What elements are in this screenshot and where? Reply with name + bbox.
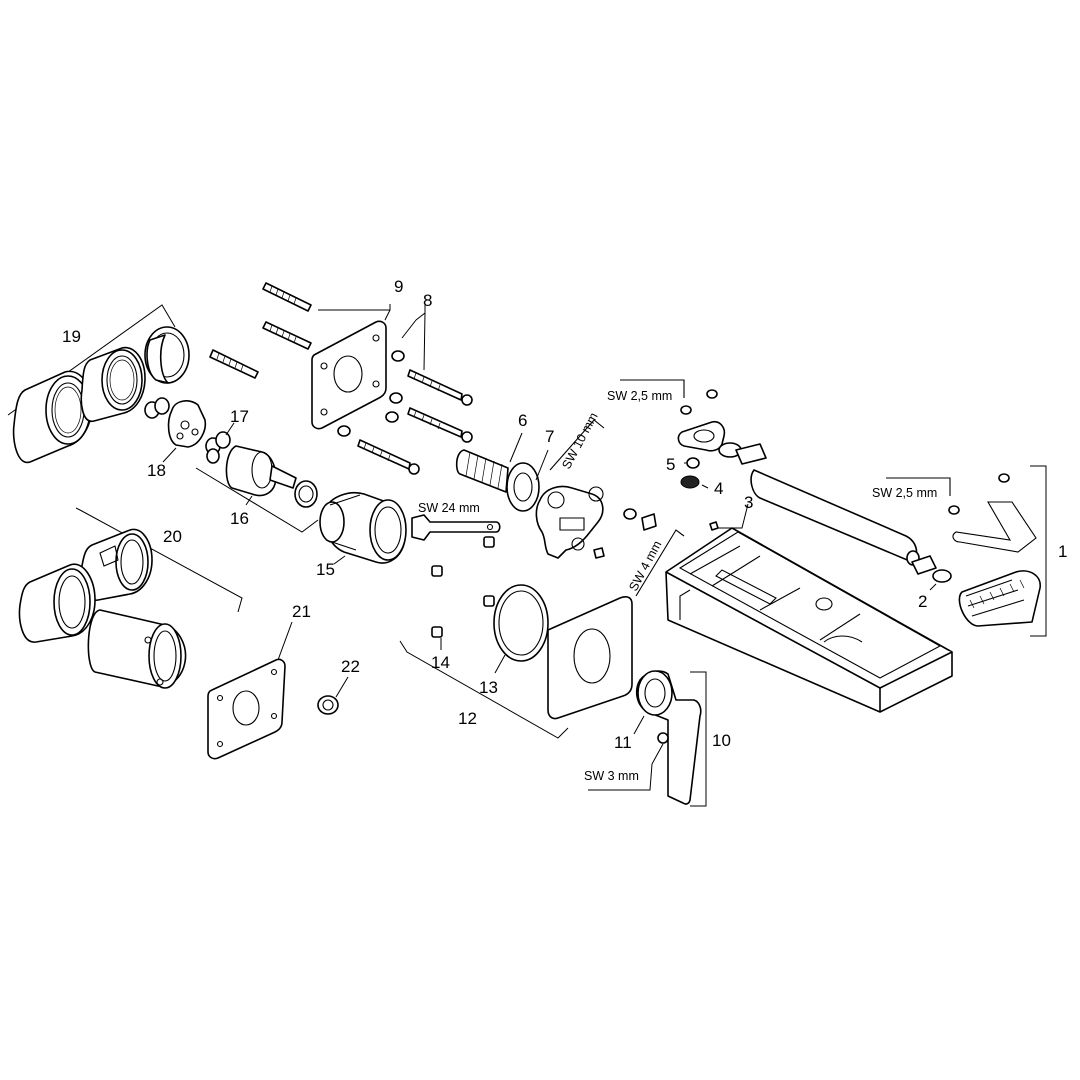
- part-13-rosette: [493, 584, 549, 674]
- leader-3: [714, 503, 749, 529]
- part-12-cover-plate: [399, 596, 633, 739]
- leader-7: [535, 449, 549, 481]
- valve-body: [535, 485, 605, 559]
- threaded-rods: [209, 282, 312, 379]
- callout-18: 18: [147, 461, 166, 480]
- part-17-seal: [205, 422, 235, 464]
- callout-3: 3: [744, 493, 753, 512]
- callout-14: 14: [431, 653, 450, 672]
- callout-11: 11: [614, 733, 632, 752]
- small-nuts: [431, 536, 495, 638]
- part-22-nut: [317, 676, 349, 715]
- sw-2-5-label-a: SW 2,5 mm: [607, 389, 672, 403]
- sw-2-5-label-b: SW 2,5 mm: [872, 486, 937, 500]
- callout-9: 9: [394, 277, 403, 296]
- part-19-trim-sleeves: [7, 304, 190, 463]
- callout-13: 13: [479, 678, 498, 697]
- part-2-seal: [911, 555, 952, 591]
- part-9-mounting-plate: [311, 304, 391, 430]
- callout-12: 12: [458, 709, 477, 728]
- part-16-cartridge: [195, 445, 319, 533]
- part-18-cartridge-head: [144, 397, 207, 463]
- part-1-housing: [948, 465, 1047, 637]
- aerator-assembly: [677, 389, 767, 465]
- part-15-extension: [319, 492, 407, 565]
- sw-3-label: SW 3 mm: [584, 769, 639, 783]
- callout-7: 7: [545, 427, 554, 446]
- sw-3-key: [588, 732, 669, 791]
- callout-21: 21: [292, 602, 311, 621]
- part-21-plate: [207, 621, 293, 760]
- part-8-screws-washers: [337, 305, 473, 475]
- sw-2-5-key-b: [886, 477, 951, 496]
- part-5-nut: [684, 457, 700, 469]
- callout-15: 15: [316, 560, 335, 579]
- sw-24-wrench: [411, 514, 501, 541]
- callout-10: 10: [712, 731, 731, 750]
- leader-11: [633, 715, 645, 735]
- spout-body: [665, 527, 953, 713]
- part-4-aerator-insert: [680, 475, 709, 489]
- callout-5: 5: [666, 455, 675, 474]
- callout-8: 8: [423, 291, 432, 310]
- callout-1: 1: [1058, 542, 1067, 561]
- callout-6: 6: [518, 411, 527, 430]
- callout-22: 22: [341, 657, 360, 676]
- callout-4: 4: [714, 479, 723, 498]
- sw-4-key: [623, 508, 685, 597]
- part-10-lever-handle: [635, 670, 707, 807]
- callout-16: 16: [230, 509, 249, 528]
- part-20-sleeves: [18, 507, 243, 689]
- small-screw-3: [709, 521, 719, 531]
- sw-24-label: SW 24 mm: [418, 501, 480, 515]
- callout-2: 2: [918, 592, 927, 611]
- strip-part: [750, 469, 920, 566]
- sw-10-label: SW 10 mm: [559, 410, 600, 471]
- sw-10-key: [549, 419, 605, 471]
- sw-4-label: SW 4 mm: [626, 538, 664, 593]
- callout-20: 20: [163, 527, 182, 546]
- callout-17: 17: [230, 407, 249, 426]
- part-6-threaded-nipple: [455, 432, 540, 512]
- sw-2-5-key-a: [620, 379, 685, 398]
- callout-19: 19: [62, 327, 81, 346]
